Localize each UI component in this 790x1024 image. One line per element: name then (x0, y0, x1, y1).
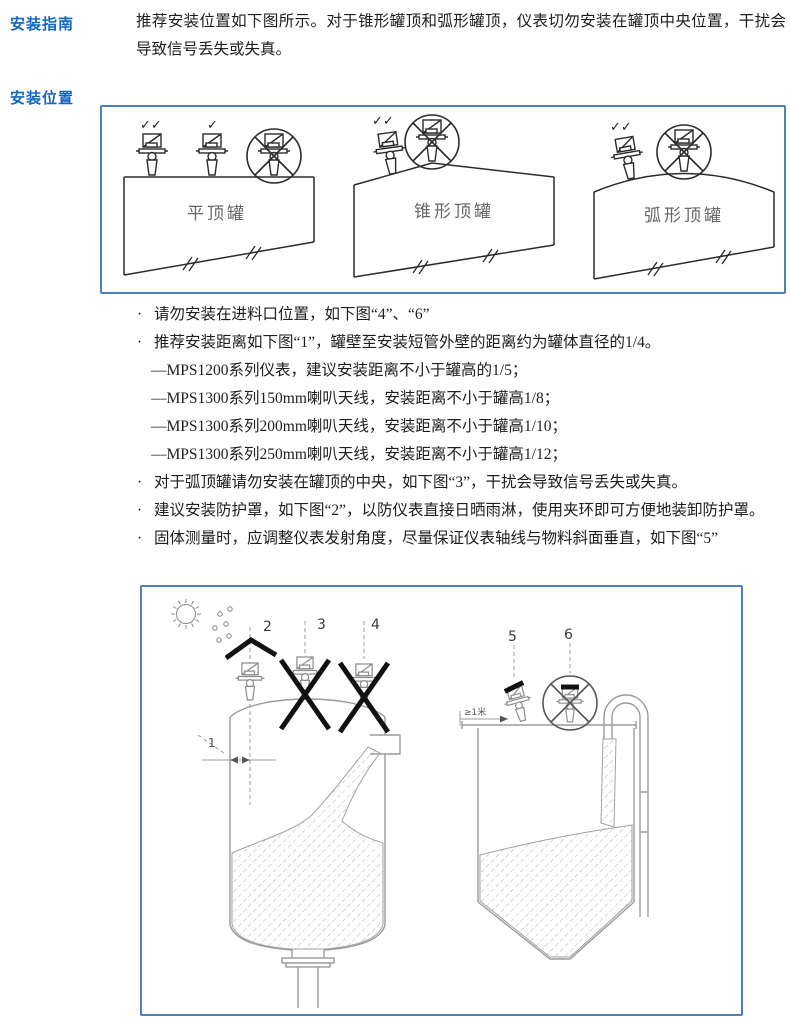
note-item: —MPS1200系列仪表，建议安装距离不小于罐高的1/5； (137, 357, 769, 385)
note-item: ·对于弧顶罐请勿安装在罐顶的中央，如下图“3”，干扰会导致信号丢失或失真。 (137, 469, 769, 497)
instrument-cap (503, 680, 525, 694)
check-double-icon: ✓✓ (610, 120, 632, 135)
check-double-icon: ✓✓ (140, 118, 162, 133)
flat-top-tank-outline (123, 176, 315, 276)
dimension-leader-line (197, 734, 225, 754)
position-label-6: 6 (564, 627, 573, 643)
note-item: ·固体测量时，应调整仪表发射角度，尽量保证仪表轴线与物料斜面垂直，如下图“5” (137, 525, 769, 553)
note-text: 对于弧顶罐请勿安装在罐顶的中央，如下图“3”，干扰会导致信号丢失或失真。 (154, 474, 688, 491)
note-item: ·建议安装防护罩，如下图“2”，以防仪表直接日晒雨淋，使用夹环即可方便地装卸防护… (137, 497, 769, 525)
leader-lines (513, 643, 571, 679)
tank-top-types-drawing: ✓✓ ✓ 平顶罐 ✓✓ 锥形顶罐 ✓✓ 弧形顶罐 (123, 114, 775, 280)
prohibited-circle-icon (246, 128, 302, 184)
note-text: 固体测量时，应调整仪表发射角度，尽量保证仪表轴线与物料斜面垂直，如下图“5” (154, 530, 719, 547)
radar-instrument-icon (370, 130, 410, 177)
rain-drops-icon (212, 606, 233, 643)
radar-instrument-icon (607, 134, 648, 182)
note-text: —MPS1300系列250mm喇叭天线，安装距离不小于罐高1/12； (151, 446, 567, 463)
dimension-label-1: 1 (208, 736, 216, 750)
note-text: —MPS1300系列150mm喇叭天线，安装距离不小于罐高1/8； (151, 390, 560, 407)
note-item: —MPS1300系列200mm喇叭天线，安装距离不小于罐高1/10； (137, 413, 769, 441)
min-distance-label: ≥1米 (464, 706, 486, 718)
material-fill-right-tank (479, 824, 633, 958)
prohibited-circle-icon (656, 124, 712, 180)
leader-lines (249, 621, 365, 805)
note-item: ·推荐安装距离如下图“1”，罐壁至安装短管外壁的距离约为罐体直径的1/4。 (137, 329, 769, 357)
right-tank-outline (461, 721, 637, 960)
radar-instrument-icon (289, 656, 321, 695)
sun-icon (171, 599, 201, 629)
min-distance-dimension (459, 711, 508, 726)
note-text: 建议安装防护罩，如下图“2”，以防仪表直接日晒雨淋，使用夹环即可方便地装卸防护罩… (154, 502, 765, 519)
note-item: ·请勿安装在进料口位置，如下图“4”、“6” (137, 301, 769, 329)
arc-top-tank-outline (593, 172, 775, 280)
note-text: —MPS1300系列200mm喇叭天线，安装距离不小于罐高1/10； (151, 418, 567, 435)
figure-installation-positions: 2 3 4 1 (140, 585, 743, 1016)
intro-paragraph: 推荐安装位置如下图所示。对于锥形罐顶和弧形罐顶，仪表切勿安装在罐顶中央位置，干扰… (136, 13, 786, 58)
protective-cover-icon (224, 637, 278, 661)
position-label-3: 3 (317, 617, 326, 633)
position-label-2: 2 (263, 619, 272, 635)
position-label-5: 5 (508, 629, 517, 645)
note-text: 推荐安装距离如下图“1”，罐壁至安装短管外壁的距离约为罐体直径的1/4。 (154, 334, 661, 351)
prohibited-circle-icon (404, 114, 460, 170)
installation-positions-drawing: 2 3 4 1 (171, 599, 649, 1008)
note-item: —MPS1300系列150mm喇叭天线，安装距离不小于罐高1/8； (137, 385, 769, 413)
cross-out-icon-position-3 (278, 658, 332, 731)
radar-instrument-icon (234, 662, 266, 701)
note-text: 请勿安装在进料口位置，如下图“4”、“6” (154, 306, 430, 323)
material-fill-left-tank (231, 746, 384, 950)
figure-tank-top-types: ✓✓ ✓ 平顶罐 ✓✓ 锥形顶罐 ✓✓ 弧形顶罐 (100, 105, 786, 294)
tank-label-flat-top: 平顶罐 (187, 204, 247, 223)
wall-distance-dimension (202, 756, 276, 764)
radar-instrument-icon (555, 686, 585, 723)
prohibited-circle-icon (542, 675, 598, 731)
installation-notes-list: ·请勿安装在进料口位置，如下图“4”、“6” ·推荐安装距离如下图“1”，罐壁至… (137, 301, 769, 553)
tank-label-arc-top: 弧形顶罐 (644, 206, 724, 225)
position-label-4: 4 (371, 617, 380, 633)
feed-pipe (603, 694, 649, 917)
section-label-install-position: 安装位置 (10, 91, 75, 107)
section-label-install-guide: 安装指南 (10, 17, 75, 33)
note-text: —MPS1200系列仪表，建议安装距离不小于罐高的1/5； (151, 362, 528, 379)
check-double-icon: ✓✓ (372, 114, 394, 129)
check-single-icon: ✓ (207, 118, 218, 133)
note-item: —MPS1300系列250mm喇叭天线，安装距离不小于罐高1/12； (137, 441, 769, 469)
tank-label-conical-top: 锥形顶罐 (414, 202, 494, 221)
material-stream (600, 738, 617, 828)
cross-out-icon-position-4 (337, 661, 391, 734)
